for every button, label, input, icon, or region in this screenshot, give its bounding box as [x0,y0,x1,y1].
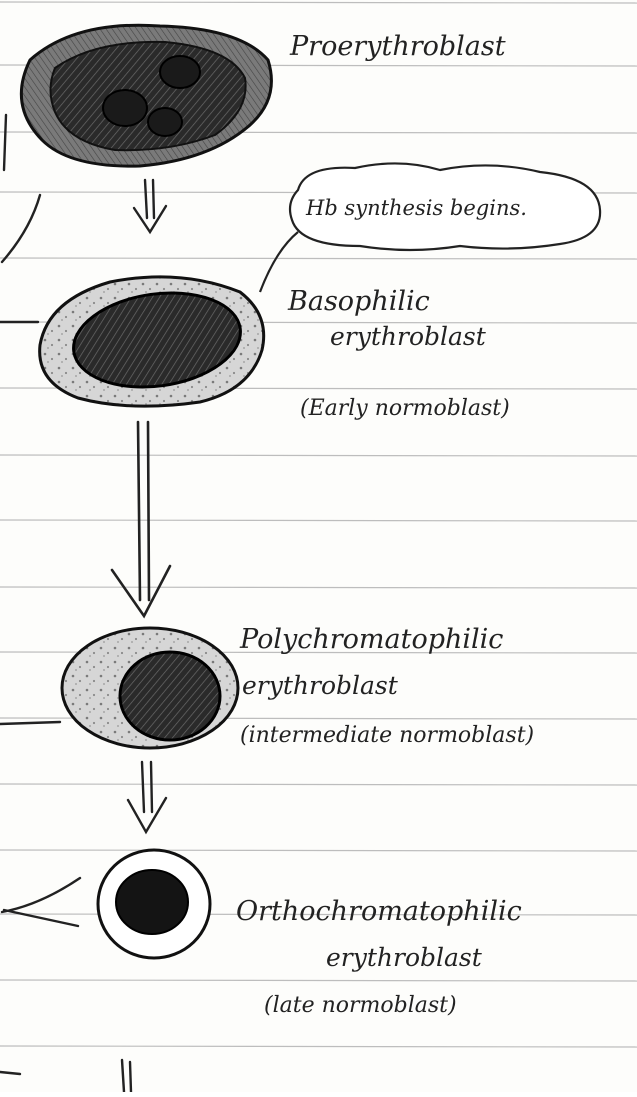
arrow-polychromatophilic-to-orthochromatophilic [128,762,166,832]
basophilic-erythroblast-cell [40,277,264,406]
callout-bubble: Hb synthesis begins. [260,163,600,292]
label-basophilic-sub: erythroblast [330,322,487,351]
label-basophilic: Basophilic [287,286,430,317]
rule-line [0,258,637,259]
rule-line [0,980,637,981]
label-orthochromatophilic-sub: erythroblast [326,943,483,972]
proerythroblast-cell [21,25,271,166]
label-basophilic-alt: (Early normoblast) [300,396,510,421]
label-orthochromatophilic-alt: (late normoblast) [264,993,457,1018]
rule-line [0,520,637,521]
left-edge-strokes [0,115,131,1092]
rule-line [0,1046,637,1047]
rule-line [0,587,637,588]
orthochromatophilic-erythroblast-cell [98,850,210,958]
callout-text: Hb synthesis begins. [305,196,527,220]
arrow-proerythroblast-to-basophilic [134,180,166,232]
rule-line [0,850,637,851]
polychromatophilic-erythroblast-cell [62,628,238,748]
rule-line [0,2,637,3]
label-polychromatophilic: Polychromatophilic [239,624,503,655]
label-orthochromatophilic: Orthochromatophilic [236,896,522,927]
label-polychromatophilic-alt: (intermediate normoblast) [240,723,534,748]
label-polychromatophilic-sub: erythroblast [242,671,399,700]
rule-line [0,784,637,785]
rule-line [0,455,637,456]
label-proerythroblast: Proerythroblast [289,31,506,62]
